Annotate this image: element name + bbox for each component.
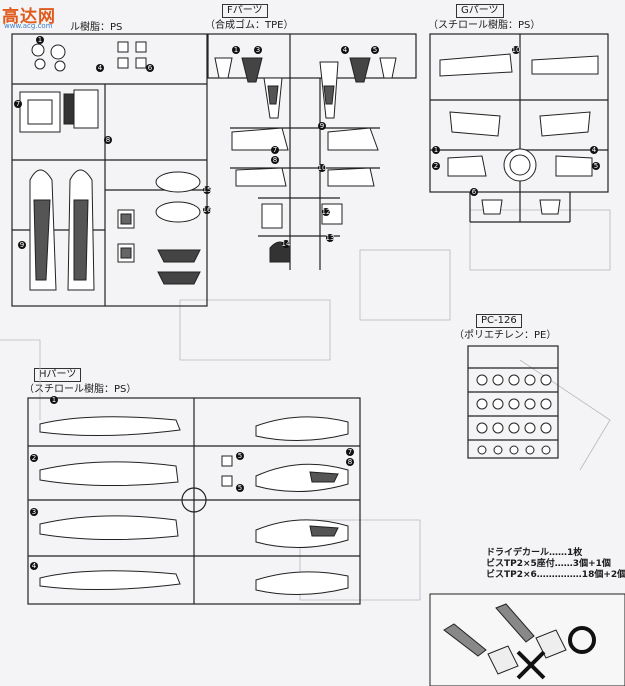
svg-text:2: 2 bbox=[32, 454, 36, 462]
svg-text:1: 1 bbox=[234, 46, 238, 54]
svg-text:16: 16 bbox=[203, 206, 212, 214]
svg-text:4: 4 bbox=[343, 46, 348, 54]
svg-text:7: 7 bbox=[16, 100, 20, 108]
svg-text:15: 15 bbox=[203, 186, 212, 194]
svg-text:2: 2 bbox=[434, 162, 438, 170]
svg-text:6: 6 bbox=[148, 64, 153, 72]
top-left-runner: 1 4 6 7 8 9 15 16 bbox=[11, 33, 212, 307]
svg-text:4: 4 bbox=[32, 562, 37, 570]
f-parts-material: （合成ゴム：TPE） bbox=[205, 20, 294, 31]
f-parts-runner: 1 3 4 5 7 8 9 10 12 13 14 bbox=[207, 33, 417, 270]
svg-text:7: 7 bbox=[348, 448, 352, 456]
watermark-url: www.acg.com bbox=[4, 22, 53, 30]
g-parts-material: （スチロール樹脂：PS） bbox=[428, 20, 541, 31]
svg-text:8: 8 bbox=[273, 156, 277, 164]
top-left-material-label: ル樹脂：PS bbox=[70, 22, 123, 33]
svg-text:5: 5 bbox=[373, 46, 377, 54]
svg-text:9: 9 bbox=[20, 241, 24, 249]
svg-text:1: 1 bbox=[434, 146, 438, 154]
svg-text:7: 7 bbox=[273, 146, 277, 154]
wrong-mark-icon bbox=[516, 650, 546, 680]
svg-text:4: 4 bbox=[592, 146, 597, 154]
pc-parts-material: （ポリエチレン：PE） bbox=[454, 330, 557, 341]
h-parts-title: Hパーツ bbox=[34, 368, 82, 382]
note-screw-tp2x6: ビスTP2×6……………18個+2個 bbox=[486, 570, 625, 580]
included-items-notes: ドライデカール……1枚 ビスTP2×5座付……3個+1個 ビスTP2×6…………… bbox=[486, 548, 625, 581]
svg-text:9: 9 bbox=[320, 122, 324, 130]
pc-126-runner bbox=[467, 345, 559, 459]
h-parts-runner: 1 2 3 4 5 5 7 8 bbox=[27, 396, 361, 605]
pc-parts-title: PC-126 bbox=[476, 314, 522, 328]
svg-text:10: 10 bbox=[512, 46, 521, 54]
svg-text:8: 8 bbox=[106, 136, 110, 144]
svg-text:5: 5 bbox=[238, 484, 242, 492]
g-parts-title: Gパーツ bbox=[456, 4, 504, 18]
h-parts-material: （スチロール樹脂：PS） bbox=[24, 384, 137, 395]
svg-text:10: 10 bbox=[318, 164, 327, 172]
svg-text:13: 13 bbox=[326, 234, 335, 242]
g-parts-runner: 10 1 4 2 5 6 bbox=[429, 33, 609, 223]
svg-text:3: 3 bbox=[32, 508, 36, 516]
svg-text:8: 8 bbox=[348, 458, 352, 466]
svg-text:5: 5 bbox=[238, 452, 242, 460]
note-screw-tp2x5: ビスTP2×5座付……3個+1個 bbox=[486, 559, 611, 569]
svg-text:4: 4 bbox=[98, 64, 103, 72]
svg-text:5: 5 bbox=[594, 162, 598, 170]
note-decal: ドライデカール……1枚 bbox=[486, 548, 583, 558]
watermark-logo: 高达网 www.acg.com bbox=[2, 2, 68, 32]
correct-mark-icon bbox=[568, 626, 596, 654]
svg-text:3: 3 bbox=[256, 46, 260, 54]
screw-callout-box bbox=[429, 593, 625, 686]
watermark-title: 高达网 bbox=[2, 7, 56, 27]
svg-text:1: 1 bbox=[38, 36, 42, 44]
svg-text:14: 14 bbox=[282, 240, 291, 248]
svg-text:12: 12 bbox=[322, 208, 331, 216]
svg-text:1: 1 bbox=[52, 396, 56, 404]
svg-text:6: 6 bbox=[472, 188, 477, 196]
f-parts-title: Fパーツ bbox=[222, 4, 268, 18]
